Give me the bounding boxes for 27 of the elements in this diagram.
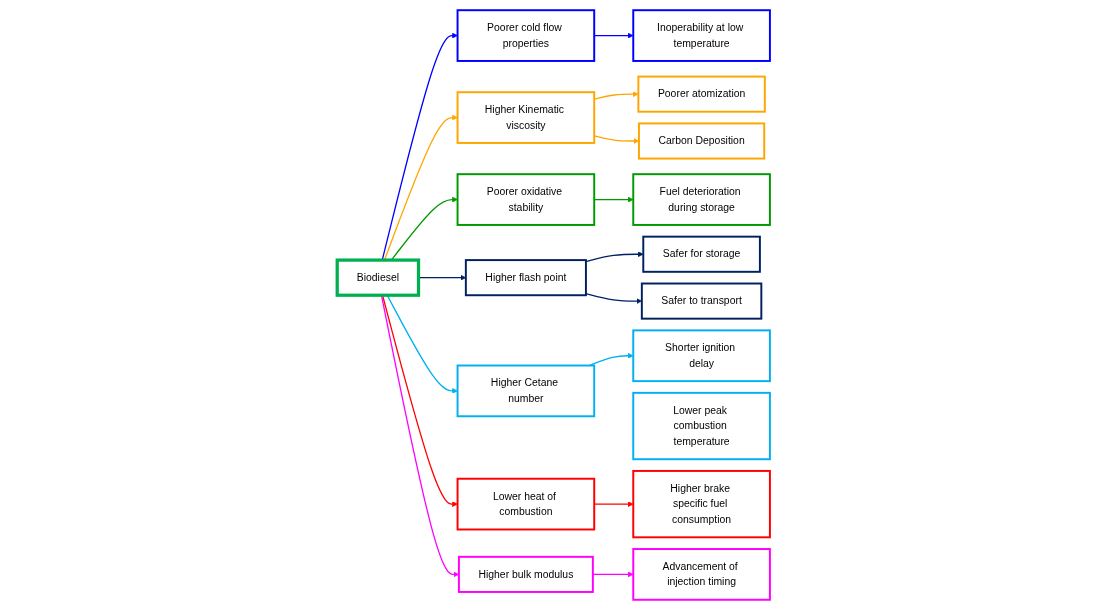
arrow (594, 500, 634, 507)
node-box: Higher Cetane number (457, 364, 596, 417)
node-box: Lower heat of combustion (457, 477, 596, 530)
arrow (594, 196, 634, 202)
arrow (594, 134, 640, 144)
arrow (381, 294, 460, 577)
node-box: Advancement of injection timing (632, 547, 772, 601)
node-box: Higher brake specific fuel consumption (632, 469, 772, 538)
arrow (585, 292, 643, 304)
node-box: Lower peak combustion temperature (632, 391, 772, 460)
node-box: Poorer cold flow properties (457, 8, 596, 62)
node-box: Safer to transport (641, 282, 763, 320)
node-box: Biodiesel (336, 257, 421, 297)
node-box: Poorer atomization (637, 75, 767, 113)
node-box: Safer for storage (642, 235, 762, 273)
arrow (382, 294, 459, 507)
node-box: Fuel deterioration during storage (632, 172, 772, 226)
arrow (387, 294, 459, 394)
arrow (594, 32, 634, 38)
node-box: Higher Kinematic viscosity (457, 90, 596, 144)
node-box: Higher flash point (465, 258, 588, 296)
arrow (589, 352, 634, 366)
node-box: Inoperability at low temperature (632, 8, 772, 62)
node-box: Poorer oxidative stability (457, 172, 596, 226)
node-box: Higher bulk modulus (458, 555, 595, 593)
node-box: Carbon Deposition (638, 121, 766, 160)
node-box: Shorter ignition delay (632, 328, 772, 382)
